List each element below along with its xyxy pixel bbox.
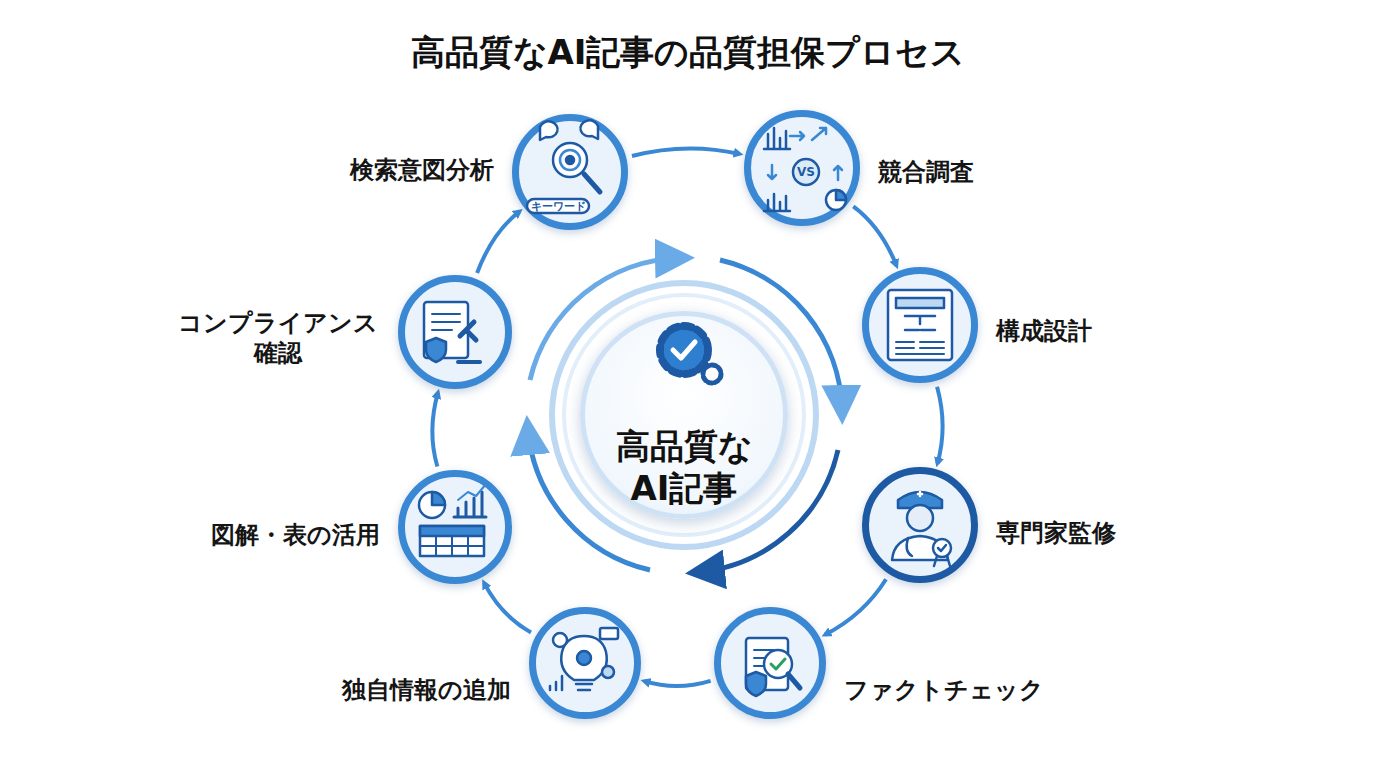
step-label: 構成設計	[996, 316, 1092, 346]
cycle-arrow	[644, 681, 710, 686]
cycle-arrow	[484, 583, 531, 633]
step-label: 専門家監修	[996, 518, 1116, 548]
cycle-arrow	[632, 148, 740, 156]
doctor-icon	[892, 492, 951, 566]
layout-icon	[888, 290, 952, 360]
step-label: 競合調査	[878, 157, 974, 187]
center-label: 高品質な AI記事	[599, 425, 769, 510]
step-circle: 検索意図分析	[512, 114, 628, 230]
icon-text: VS	[797, 165, 815, 179]
cycle-arrows	[528, 258, 842, 572]
gear-check-icon	[660, 326, 721, 383]
icon-text: キーワード	[531, 199, 586, 214]
step-circle: 独自情報の追加	[529, 607, 641, 719]
step-circle: 図解・表の活用	[398, 470, 512, 584]
step-label: コンプライアンス 確認	[175, 308, 380, 368]
step-circle: ファクトチェック	[714, 607, 826, 719]
step-label: 独自情報の追加	[342, 675, 511, 705]
idea-icon	[550, 628, 618, 690]
cycle-arrow	[937, 387, 943, 464]
target-icon	[527, 120, 600, 213]
step-circle: 専門家監修	[862, 467, 978, 583]
cycle-arrow	[853, 206, 896, 265]
factcheck-icon	[746, 638, 800, 696]
diagram-title: 高品質なAI記事の品質担保プロセス	[0, 30, 1376, 76]
step-circle: コンプライアンス 確認	[398, 275, 512, 389]
step-label: 図解・表の活用	[211, 520, 380, 550]
cycle-arrow	[825, 579, 886, 634]
compare-icon	[764, 128, 846, 211]
cycle-arrow	[477, 211, 519, 273]
center-circle: 高品質な AI記事	[580, 311, 788, 519]
step-label: 検索意図分析	[350, 155, 494, 185]
chart-table-icon	[419, 484, 486, 556]
step-label: ファクトチェック	[844, 675, 1044, 705]
cycle-arrow	[432, 393, 438, 467]
step-circle: 構成設計	[862, 267, 978, 383]
compliance-icon	[424, 302, 480, 362]
